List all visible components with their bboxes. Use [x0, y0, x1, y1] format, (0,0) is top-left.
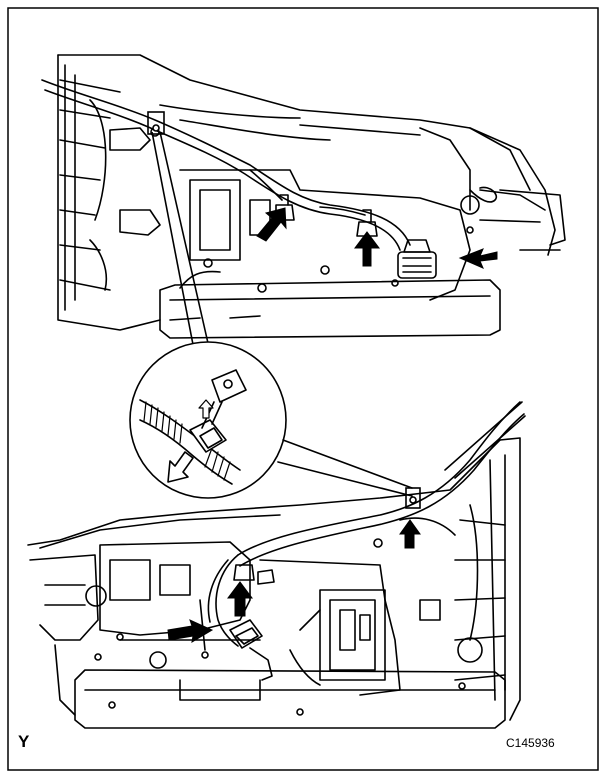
callout-leaders-top: [151, 131, 211, 356]
bold-arrow-icon: [399, 519, 421, 549]
top-arrows: [256, 207, 498, 269]
bold-arrow-icon: [458, 248, 498, 269]
bold-arrow-icon: [354, 231, 380, 267]
bottom-transmission-view: [27, 401, 526, 729]
bottom-arrows: [167, 519, 421, 643]
magnified-clamp-detail: [129, 341, 413, 499]
figure-id: C145936: [506, 736, 555, 750]
view-letter: Y: [18, 732, 30, 751]
top-transmission-view: [57, 54, 566, 339]
top-wire-harness: [41, 79, 411, 251]
top-harness-clamp: [147, 111, 165, 135]
bold-arrow-icon: [167, 619, 214, 643]
bold-arrow-icon: [227, 581, 253, 617]
bold-arrow-icon: [256, 207, 287, 242]
hollow-arrow-icon: [167, 451, 194, 483]
bottom-wire-harness: [207, 401, 525, 647]
outer-border: [7, 7, 599, 771]
bottom-harness-clamp: [405, 487, 421, 509]
hollow-arrow-icon: [198, 399, 214, 419]
